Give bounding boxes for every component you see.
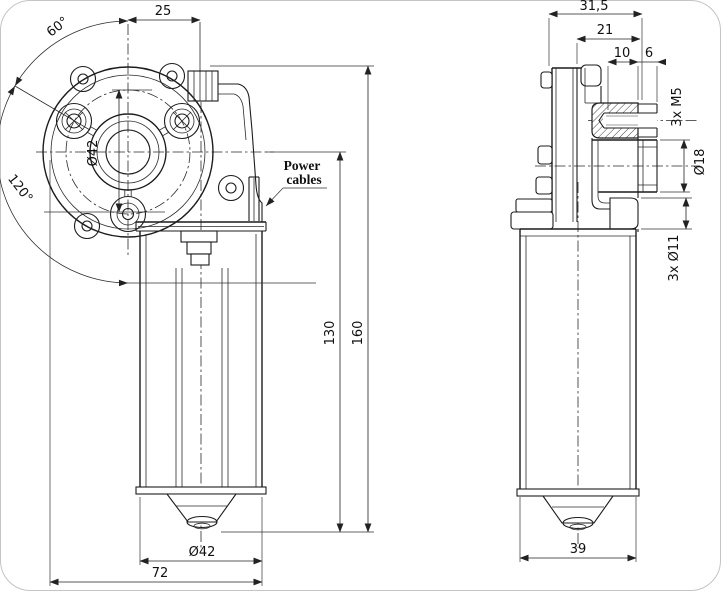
dim-overall-72: 72 <box>152 566 169 581</box>
worm-end-block <box>187 70 219 102</box>
gearbox-housing-outline <box>42 66 214 238</box>
dim-angle-120: 120° <box>4 172 35 206</box>
motor-body-front <box>139 230 263 487</box>
dim-length-160: 160 <box>351 321 366 346</box>
dim-length-130: 130 <box>323 321 338 346</box>
front-view <box>36 22 274 548</box>
screw-boss-upper-left <box>55 102 93 140</box>
dim-shaft-dia-18: Ø18 <box>693 149 708 176</box>
dim-thread-depth-10: 10 <box>614 46 631 61</box>
screw-boss-bottom <box>109 195 147 233</box>
lower-boss <box>609 197 639 230</box>
mounting-plate <box>535 67 585 222</box>
ribs <box>86 126 170 197</box>
dim-thread-3xM5: 3x M5 <box>670 87 685 127</box>
motor-end-cap-front <box>135 486 267 530</box>
dim-axis-offset-25: 25 <box>155 4 172 19</box>
dim-protrusion-6: 6 <box>645 46 653 61</box>
dim-angle-60: 60° <box>44 14 71 40</box>
dim-motor-width-39: 39 <box>570 542 587 557</box>
dim-depth-31-5: 31,5 <box>580 0 609 14</box>
side-view-dimensions: 31,5 21 10 6 3x M5 Ø18 3x Ø11 39 <box>519 0 708 562</box>
dim-bolt-circle-42: Ø42 <box>86 140 101 167</box>
motor-body-side <box>516 228 640 531</box>
dim-boss-dia-3x11: 3x Ø11 <box>667 235 682 282</box>
angle-arc <box>0 20 129 284</box>
dim-motor-dia-42: Ø42 <box>189 545 216 560</box>
label-power-cables-2: cables <box>286 172 321 187</box>
mounting-ears <box>69 62 245 240</box>
screw-boss-upper-right <box>163 102 201 140</box>
bolt-circle-centerline <box>65 89 191 215</box>
power-cables <box>248 176 260 221</box>
output-hub <box>89 113 167 191</box>
side-view <box>510 64 700 548</box>
brush-cover-steps <box>510 198 554 230</box>
housing-lobe <box>218 83 263 222</box>
label-power-cables-1: Power <box>284 158 321 173</box>
dim-depth-21: 21 <box>597 23 614 38</box>
gear-housing-profile <box>580 64 658 232</box>
